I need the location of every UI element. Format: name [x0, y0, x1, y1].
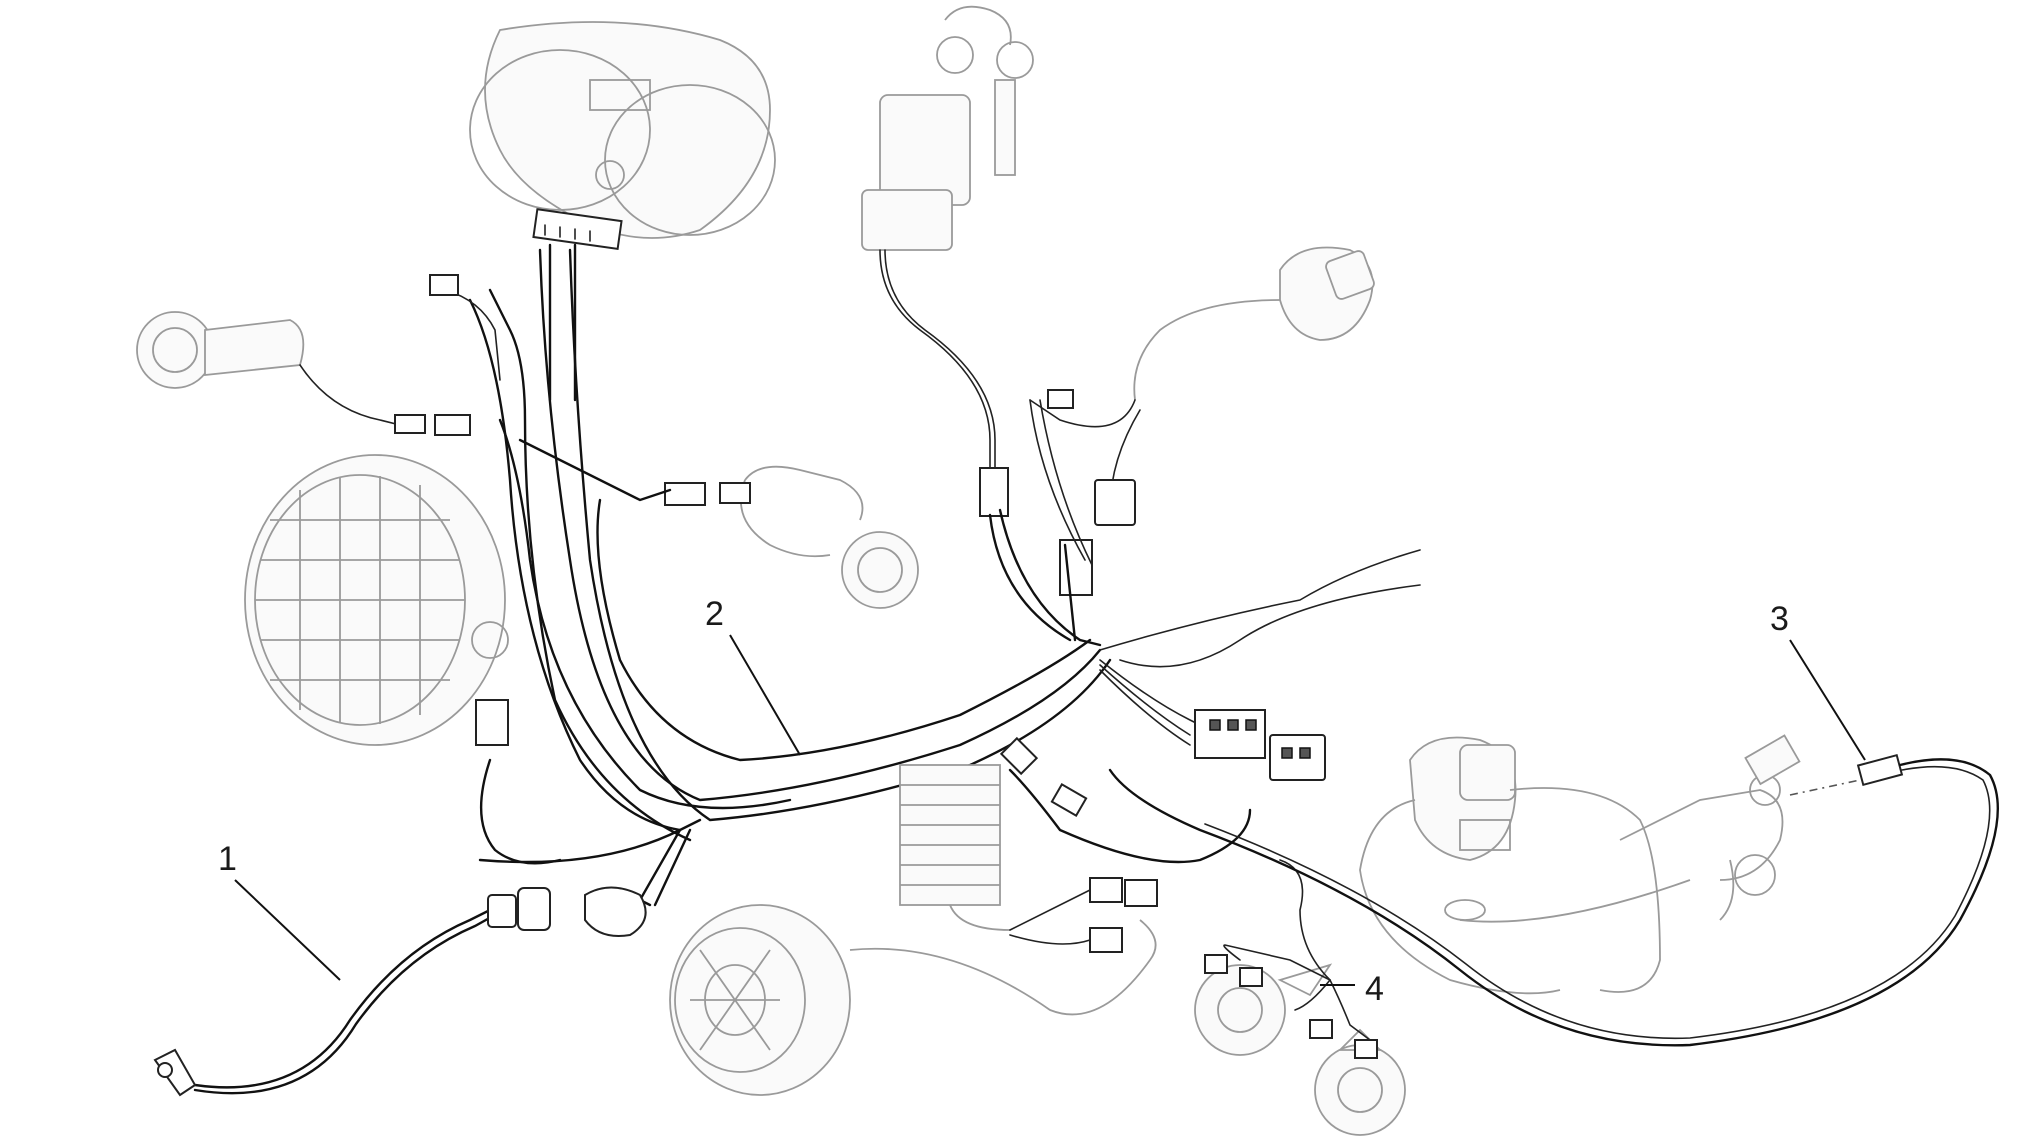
horns	[1194, 963, 1406, 1136]
headlight	[244, 454, 509, 746]
leader-lines	[234, 634, 1866, 986]
upper-harness-branches	[429, 243, 1093, 642]
brake-light-switch-lead	[1108, 753, 2000, 1047]
battery-ground-cable	[153, 886, 647, 1097]
main-wiring-harness	[468, 248, 1112, 907]
central-connectors	[1099, 659, 1326, 781]
alternator	[669, 904, 1157, 1096]
front-left-turn-signal	[136, 311, 471, 436]
instrument-cluster	[469, 21, 776, 250]
right-handlebar-switch	[1029, 246, 1375, 596]
callout-1: 1	[218, 840, 237, 878]
callout-2: 2	[705, 595, 724, 633]
voltage-regulator	[899, 736, 1252, 953]
frame-outline	[1099, 549, 1421, 668]
front-right-turn-signal	[664, 465, 919, 609]
ignition-switch	[861, 5, 1034, 517]
left-handlebar-switch	[1359, 734, 1861, 995]
callout-3: 3	[1770, 600, 1789, 638]
callout-4: 4	[1365, 970, 1384, 1008]
